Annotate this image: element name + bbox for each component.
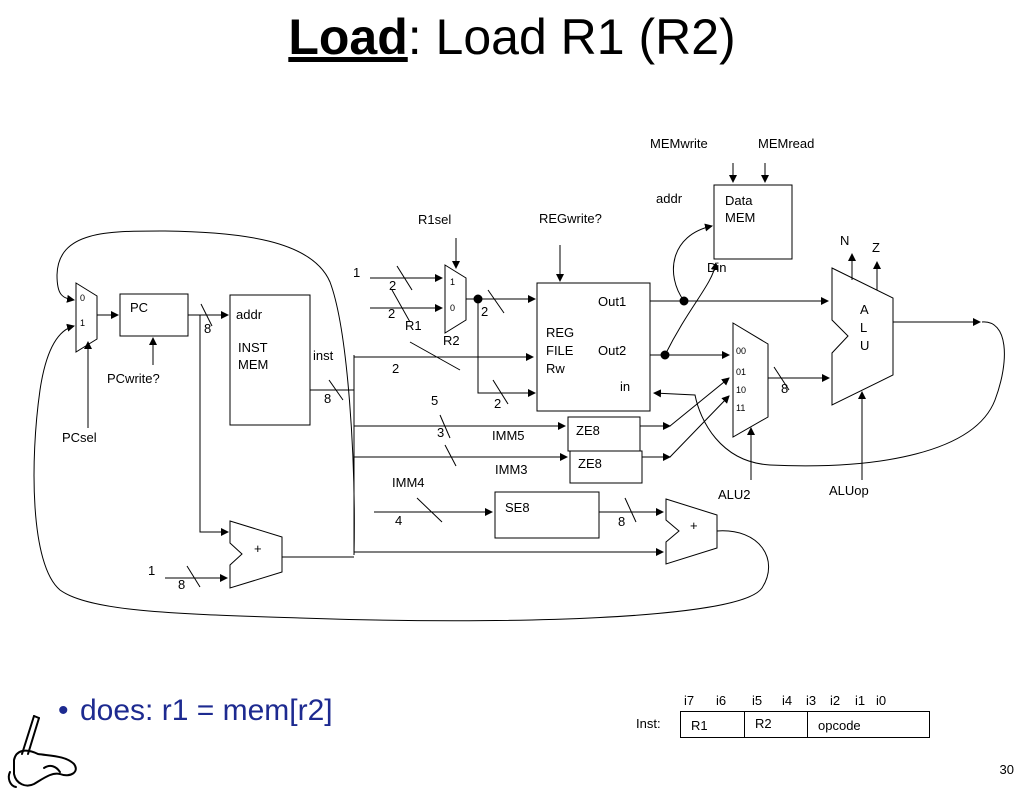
two-c-label: 2 xyxy=(481,304,488,319)
pc-mux xyxy=(75,282,98,353)
ze8-block-b xyxy=(569,450,643,484)
field-opcode: opcode xyxy=(807,711,930,738)
bit-i4: i4 xyxy=(782,693,793,708)
bullet-content: does: r1 = mem[r2] xyxy=(80,694,333,727)
inst-mem-label-2: MEM xyxy=(238,357,268,372)
inst-mem-addr-label: addr xyxy=(236,307,263,322)
inst-mem-block xyxy=(229,294,311,426)
inst-label: Inst: xyxy=(636,716,661,731)
reg-file-label-1: REG xyxy=(546,325,574,340)
one-r1mux-label: 1 xyxy=(353,265,360,280)
data-mem-label-1: Data xyxy=(725,193,753,208)
field-r1: R1 xyxy=(680,711,745,738)
two-e-label: 2 xyxy=(494,396,501,411)
pc-mux-0: 0 xyxy=(80,293,85,303)
r1-label: R1 xyxy=(405,318,422,333)
out1-label: Out1 xyxy=(598,294,626,309)
pc-adder xyxy=(229,520,283,589)
bullet-dot: • xyxy=(58,694,69,727)
four-label: 4 xyxy=(395,513,402,528)
alu-label-u: U xyxy=(860,338,869,353)
aluop-label: ALUop xyxy=(829,483,869,498)
se8-block xyxy=(494,491,600,539)
in-label: in xyxy=(620,379,630,394)
two-b-label: 2 xyxy=(388,306,395,321)
bit-i3: i3 xyxy=(806,693,817,708)
n-flag-label: N xyxy=(840,233,849,248)
pcwrite-label: PCwrite? xyxy=(107,371,160,386)
reg-file-label-3: Rw xyxy=(546,361,565,376)
data-mem-block xyxy=(713,184,793,260)
regwrite-label: REGwrite? xyxy=(539,211,602,226)
reg-file-block xyxy=(536,282,651,412)
ze8-label-b: ZE8 xyxy=(578,456,602,471)
r1sel-label: R1sel xyxy=(418,212,451,227)
hand-writing-icon xyxy=(7,715,77,788)
eight-inst-label: 8 xyxy=(204,321,211,336)
pc-label: PC xyxy=(130,300,148,315)
din-label: Din xyxy=(707,260,727,275)
pc-adder-plus: + xyxy=(254,541,262,556)
branch-adder-plus: + xyxy=(690,518,698,533)
eight-imem-label: 8 xyxy=(324,391,331,406)
z-flag-label: Z xyxy=(872,240,880,255)
bullet-text: • does: r1 = mem[r2] xyxy=(58,694,333,728)
bit-i7: i7 xyxy=(684,693,695,708)
eight-alu-label: 8 xyxy=(781,381,788,396)
two-a-label: 2 xyxy=(389,278,396,293)
r1-mux-1: 1 xyxy=(450,277,455,287)
se8-label: SE8 xyxy=(505,500,530,515)
bit-i6: i6 xyxy=(716,693,727,708)
page-number: 30 xyxy=(999,762,1014,777)
imm5-label: IMM5 xyxy=(492,428,525,443)
branch-adder xyxy=(665,498,718,565)
ze8-label-a: ZE8 xyxy=(576,423,600,438)
alu2-label: ALU2 xyxy=(718,487,751,502)
pcsel-label: PCsel xyxy=(62,430,97,445)
alu-mux-10: 10 xyxy=(736,385,746,395)
out2-label: Out2 xyxy=(598,343,626,358)
bit-i0: i0 xyxy=(876,693,887,708)
data-mem-label-2: MEM xyxy=(725,210,755,225)
two-d-label: 2 xyxy=(392,361,399,376)
eight-se8-label: 8 xyxy=(618,514,625,529)
alu-mux-00: 00 xyxy=(736,346,746,356)
field-r2: R2 xyxy=(744,711,808,738)
slide-title: Load: Load R1 (R2) xyxy=(0,2,1024,72)
pc-mux-1: 1 xyxy=(80,318,85,328)
one-pc-label: 1 xyxy=(148,563,155,578)
r2-label: R2 xyxy=(443,333,460,348)
alu-mux xyxy=(732,322,769,438)
alu-block xyxy=(831,267,894,406)
title-keyword: Load xyxy=(288,9,408,65)
imm4-label: IMM4 xyxy=(392,475,425,490)
bit-i1: i1 xyxy=(855,693,866,708)
inst-out-label: inst xyxy=(313,348,334,363)
bit-i5: i5 xyxy=(752,693,763,708)
r1-mux xyxy=(444,264,467,334)
title-rest: : Load R1 (R2) xyxy=(407,9,736,65)
three-label: 3 xyxy=(437,425,444,440)
pc-register xyxy=(119,293,189,337)
data-mem-addr-label: addr xyxy=(656,191,683,206)
memread-label: MEMread xyxy=(758,136,814,151)
bit-i2: i2 xyxy=(830,693,841,708)
reg-file-label-2: FILE xyxy=(546,343,574,358)
imm3-label: IMM3 xyxy=(495,462,528,477)
eight-pcadd-label: 8 xyxy=(178,577,185,592)
five-label: 5 xyxy=(431,393,438,408)
inst-mem-label-1: INST xyxy=(238,340,268,355)
memwrite-label: MEMwrite xyxy=(650,136,708,151)
alu-mux-01: 01 xyxy=(736,367,746,377)
alu-mux-11: 11 xyxy=(736,403,745,413)
alu-label-a: A xyxy=(860,302,869,317)
r1-mux-0: 0 xyxy=(450,303,455,313)
alu-label-l: L xyxy=(860,320,867,335)
